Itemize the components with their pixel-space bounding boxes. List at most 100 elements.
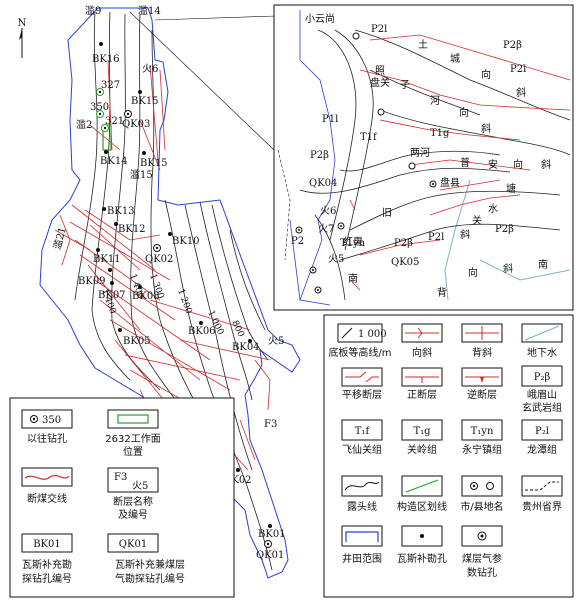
formation-p2b-1: P2β [503, 40, 522, 51]
struct-char: 照 [375, 65, 385, 77]
fault-lines [54, 59, 271, 471]
legend-p2b-label: 峨眉山 [527, 389, 557, 401]
qk02-label: QK02 [145, 254, 173, 265]
struct-char: 斜 [516, 86, 526, 99]
fault-label-lan15: 滥15 [130, 168, 153, 181]
contour-label-1200: 1 200 [175, 288, 193, 316]
legend-bk-label: 瓦斯补充勘 [22, 558, 72, 571]
legend-contour: 1 000 底板等高线/m [328, 323, 392, 359]
legend-fault-name-sym1: F3 [114, 472, 127, 483]
legend-face-label2: 位置 [123, 445, 143, 458]
legend-t1yn-label: 永宁镇组 [462, 443, 502, 456]
borehole-points: BK16 BK15 BK15 BK14 BK13 BK12 BK11 BK10 … [78, 42, 286, 540]
borehole-bk09: BK09 [78, 276, 106, 287]
legend-city: 市/县地名 [460, 475, 504, 513]
qk03-label: QK03 [122, 119, 150, 130]
qk01-label: QK01 [256, 550, 284, 561]
legend-left: 350 以往钻孔 2632工作面 位置 断煤交线 F3 火5 断层名称 及编号 … [9, 397, 235, 598]
legend-province: 贵州省界 [521, 475, 563, 513]
struct-char: 斜 [460, 228, 470, 241]
place-lianghe: 两河 [410, 147, 430, 159]
legend-normal-fault: 正断层 [401, 367, 443, 401]
borehole-bk06: BK06 [188, 326, 216, 337]
legend-old-hole-sym: 350 [42, 415, 61, 426]
borehole-bk07: BK07 [98, 290, 126, 301]
formation-p2l-2: P2l [510, 64, 526, 75]
legend-p2l-sym: P₂l [535, 426, 549, 437]
borehole-bk08: BK08 [132, 291, 160, 302]
borehole-bk12: BK12 [118, 224, 146, 235]
struct-char: 关 [472, 214, 482, 227]
inset-huo7: 火7 [318, 223, 334, 235]
borehole-bk01: BK01 [258, 529, 286, 540]
struct-char: 安 [488, 158, 498, 171]
legend-qk-sym: QK01 [119, 539, 147, 550]
borehole-bk05: BK05 [123, 336, 151, 347]
struct-char: 背 [437, 286, 447, 299]
legend-t1f-label: 飞仙关组 [342, 443, 382, 456]
legend-p2b-sym: P₂β [534, 372, 551, 383]
legend-syncline: 向斜 [401, 323, 443, 359]
formation-t1f: T1f [360, 132, 378, 143]
struct-char: 土 [418, 38, 428, 51]
inset-connector-top [129, 11, 275, 151]
borehole-bk10: BK10 [172, 236, 200, 247]
inset-map: 小云尚 盘关 两河 红果 盘县 土 城 向 斜 照 子 河 向 斜 普 安 向 … [273, 4, 574, 311]
formation-p2b-3: P2β [394, 238, 413, 249]
legend-fault-name-label: 断层名称 [113, 495, 153, 508]
north-label: N [18, 18, 27, 29]
inset-qk05: QK05 [391, 257, 419, 268]
legend-contour-label: 底板等高线/m [328, 346, 391, 359]
legend-face-label: 2632工作面 [105, 433, 160, 445]
legend-t1yn-sym: T₁yn [471, 426, 494, 437]
legend-normal-label: 正断层 [407, 388, 437, 401]
fault-label-f3: F3 [264, 419, 277, 430]
fault-label-lan14: 滥14 [138, 4, 161, 17]
borehole-bk04: BK04 [232, 342, 260, 353]
struct-char: 向 [481, 68, 491, 81]
borehole-bk11: BK11 [93, 254, 121, 265]
legend-fault-name-sym2: 火5 [132, 480, 148, 492]
legend-anticline-label: 背斜 [472, 346, 492, 359]
inset-huo5: 火5 [328, 253, 344, 265]
formation-p2l-3: P2l [428, 232, 444, 243]
place-panguan: 盘关 [370, 76, 390, 89]
struct-char: 城 [450, 53, 460, 65]
legend-gas-param-hole: 煤层气参 数钻孔 [461, 525, 503, 579]
legend-anticline: 背斜 [461, 323, 503, 359]
legend-p2l-label: 龙潭组 [527, 443, 557, 456]
struct-char: 斜 [541, 158, 551, 171]
formation-p1l: P1l [322, 114, 338, 125]
legend-mine-label: 井田范围 [342, 552, 382, 565]
legend-qk-label: 瓦斯补充兼煤层 [115, 558, 185, 571]
legend-reverse-label: 逆断层 [467, 388, 497, 401]
struct-char: 普 [460, 156, 470, 169]
legend-t1g: T₁g 关岭组 [401, 419, 443, 456]
legend-mine: 井田范围 [341, 525, 383, 565]
place-panxian: 盘县 [440, 176, 460, 189]
borehole-bk15: BK15 [131, 96, 159, 107]
legend-city-label: 市/县地名 [460, 500, 503, 513]
struct-char: 子 [400, 79, 410, 91]
legend-outcrop: 露头线 [341, 475, 383, 513]
legend-groundwater-label: 地下水 [527, 346, 557, 359]
legend-outcrop-label: 露头线 [347, 500, 377, 513]
borehole-bk02: BK02 [224, 475, 252, 486]
legend-t1f: T₁f 飞仙关组 [341, 419, 383, 456]
legend-fault-cross-label: 断煤交线 [27, 492, 67, 505]
legend-fault-name-label2: 及编号 [118, 508, 148, 521]
legend-p2l: P₂l 龙潭组 [521, 419, 563, 456]
fault-label-huo5: 火5 [268, 335, 284, 347]
struct-char: 向 [513, 158, 523, 171]
legend-t1g-label: 关岭组 [407, 443, 437, 456]
borehole-bk14: BK14 [100, 156, 128, 167]
struct-char: 向 [468, 266, 478, 279]
legend-strike-slip-label: 平移断层 [342, 388, 382, 401]
old-holes: 327 350 321 [90, 80, 124, 132]
legend-p2b: P₂β 峨眉山 玄武岩组 [521, 365, 563, 414]
legend-p2b-label2: 玄武岩组 [522, 401, 562, 414]
legend-contour-sym: 1 000 [358, 329, 387, 340]
old-hole-350: 350 [90, 102, 109, 113]
struct-char: 塘 [506, 182, 516, 195]
